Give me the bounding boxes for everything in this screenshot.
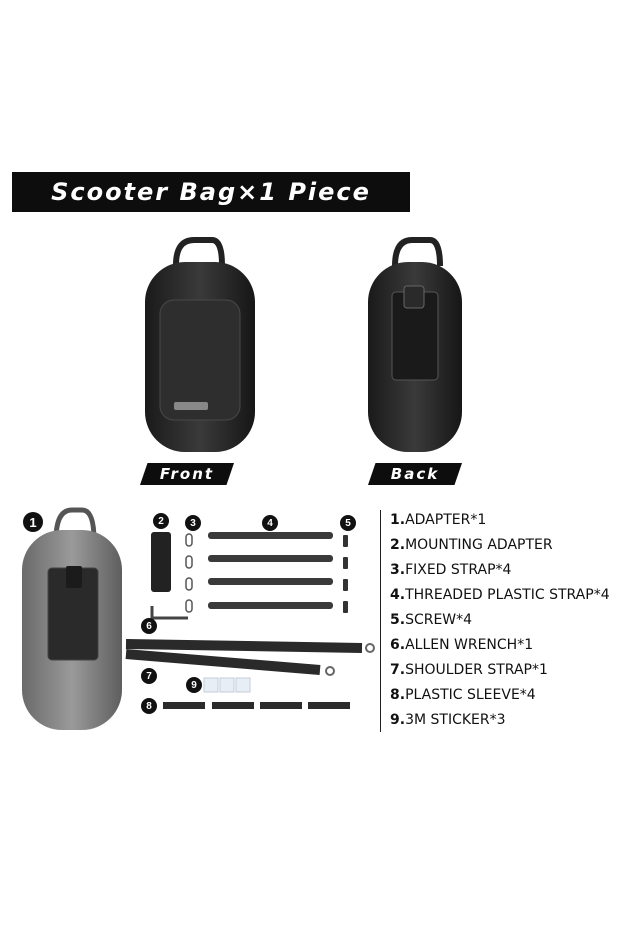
item-number: 2. — [390, 537, 406, 553]
list-item: 4.THREADED PLASTIC STRAP*4 — [390, 583, 610, 608]
adapter-bag-image — [22, 507, 122, 730]
item-number: 7. — [390, 662, 406, 678]
item-number: 3. — [390, 562, 406, 578]
back-bag-image — [368, 237, 462, 452]
item-number: 9. — [390, 712, 406, 728]
mounting-adapter-image — [151, 532, 171, 592]
item-label: PLASTIC SLEEVE*4 — [405, 687, 536, 703]
back-label: Back — [368, 463, 462, 485]
shoulder-strap-image — [125, 639, 375, 676]
item-label: MOUNTING ADAPTER — [405, 537, 553, 553]
list-item: 2.MOUNTING ADAPTER — [390, 533, 610, 558]
marker-9: 9 — [186, 677, 202, 693]
list-item: 9.3M STICKER*3 — [390, 708, 610, 733]
back-label-text: Back — [390, 465, 440, 483]
marker-1: 1 — [23, 512, 43, 532]
marker-6: 6 — [141, 618, 157, 634]
screw-image — [343, 535, 348, 613]
list-item: 7.SHOULDER STRAP*1 — [390, 658, 610, 683]
list-item: 8.PLASTIC SLEEVE*4 — [390, 683, 610, 708]
list-item: 3.FIXED STRAP*4 — [390, 558, 610, 583]
threaded-plastic-strap-image — [208, 532, 333, 609]
marker-7: 7 — [141, 668, 157, 684]
item-number: 4. — [390, 587, 406, 603]
marker-2: 2 — [153, 513, 169, 529]
title-banner: Scooter Bag×1 Piece — [12, 172, 410, 212]
front-label-text: Front — [159, 465, 215, 483]
item-number: 1. — [390, 512, 406, 528]
marker-3: 3 — [185, 515, 201, 531]
marker-8: 8 — [141, 698, 157, 714]
allen-wrench-image — [150, 606, 188, 620]
list-item: 6.ALLEN WRENCH*1 — [390, 633, 610, 658]
item-number: 8. — [390, 687, 406, 703]
item-number: 5. — [390, 612, 406, 628]
front-bag-image — [145, 237, 255, 452]
item-label: ADAPTER*1 — [405, 512, 487, 528]
list-divider — [380, 510, 381, 732]
item-label: 3M STICKER*3 — [405, 712, 506, 728]
marker-4: 4 — [262, 515, 278, 531]
page-title: Scooter Bag×1 Piece — [51, 178, 371, 206]
3m-sticker-image — [203, 677, 251, 693]
item-label: THREADED PLASTIC STRAP*4 — [405, 587, 610, 603]
item-label: SCREW*4 — [405, 612, 473, 628]
item-number: 6. — [390, 637, 406, 653]
plastic-sleeve-image — [163, 702, 350, 709]
item-label: ALLEN WRENCH*1 — [405, 637, 534, 653]
list-item: 5.SCREW*4 — [390, 608, 610, 633]
marker-5: 5 — [340, 515, 356, 531]
parts-list: 1.ADAPTER*1 2.MOUNTING ADAPTER 3.FIXED S… — [390, 508, 610, 733]
item-label: FIXED STRAP*4 — [405, 562, 512, 578]
fixed-strap-image — [185, 533, 193, 613]
list-item: 1.ADAPTER*1 — [390, 508, 610, 533]
item-label: SHOULDER STRAP*1 — [405, 662, 548, 678]
front-label: Front — [140, 463, 234, 485]
